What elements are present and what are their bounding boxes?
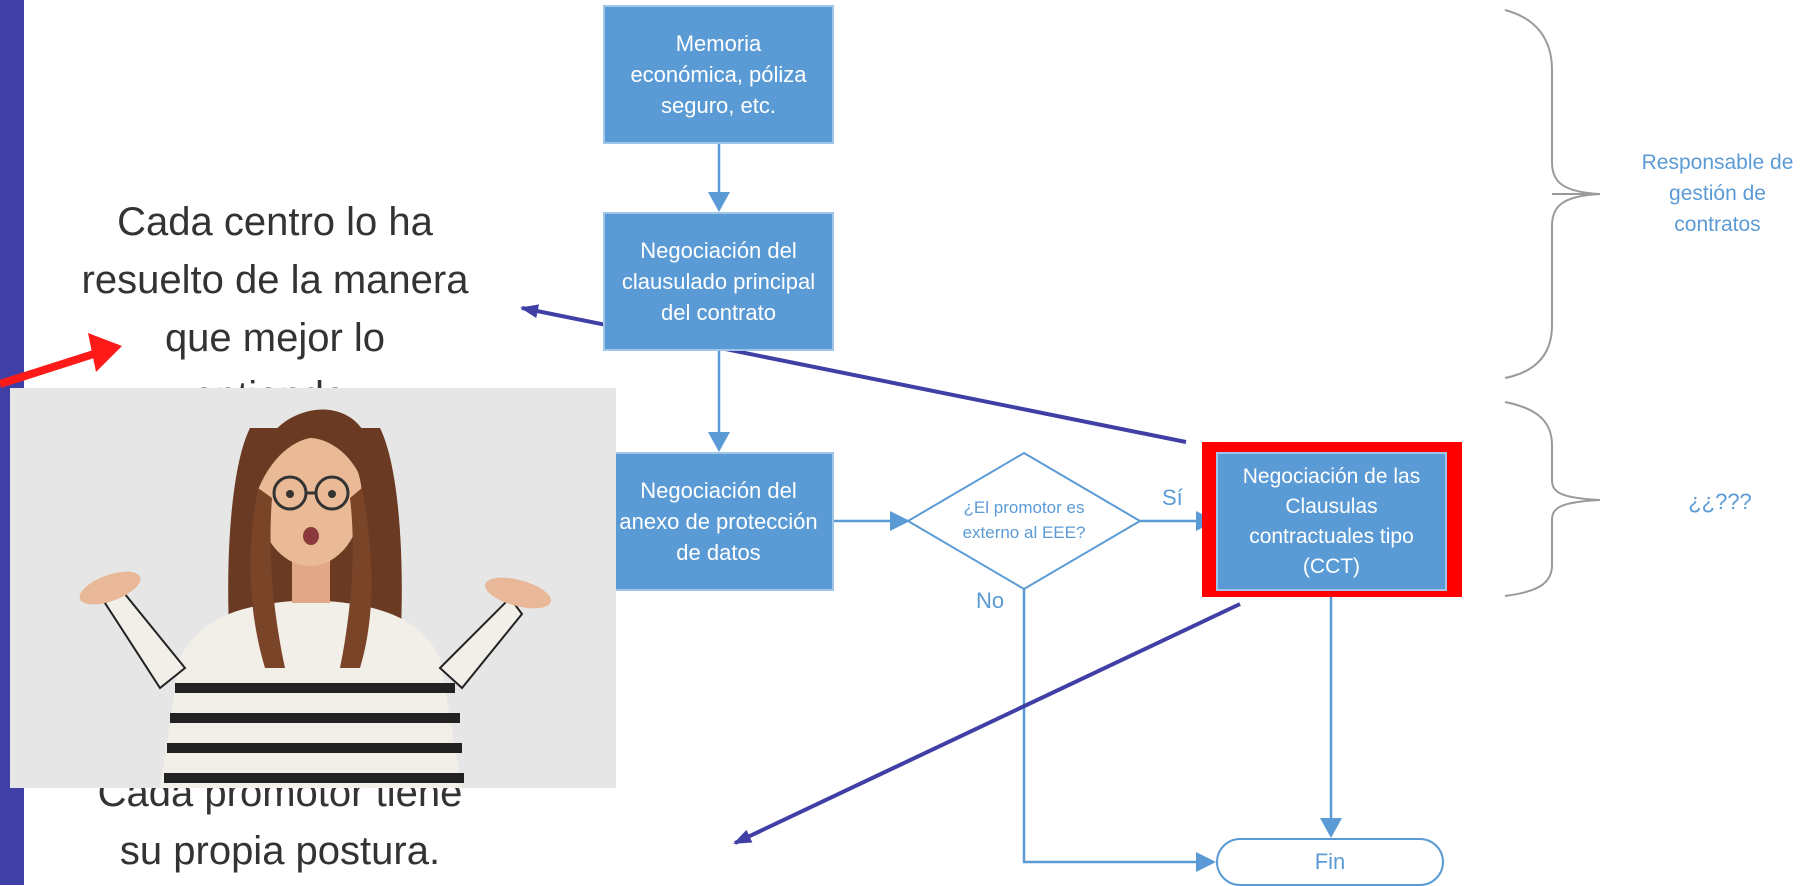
arrowhead <box>1196 852 1216 872</box>
arrowhead <box>708 192 730 212</box>
node-clausulado: Negociación del clausulado principal del… <box>603 212 834 351</box>
arrowhead <box>1320 818 1342 838</box>
node-cct-label: Negociación de las Clausulas contractual… <box>1242 464 1421 578</box>
node-memoria: Memoria económica, póliza seguro, etc. <box>603 5 834 144</box>
brace-bottom <box>1504 401 1601 597</box>
edge-label-si: Sí <box>1162 485 1183 510</box>
arrowhead <box>890 511 910 531</box>
red-arrow <box>0 348 102 388</box>
pointer-arrow-to-bottom-callout <box>733 602 1241 845</box>
confused-woman-shrugging-icon <box>10 388 616 788</box>
node-anexo: Negociación del anexo de protección de d… <box>603 452 834 591</box>
node-fin-label: Fin <box>1314 849 1346 874</box>
callout-top: Cada centro lo ha resuelto de la manera … <box>81 200 469 418</box>
arrowhead <box>708 432 730 452</box>
side-label-responsable: Responsable de gestión de contratos <box>1641 151 1794 236</box>
node-anexo-label: Negociación del anexo de protección de d… <box>619 478 818 565</box>
decision-label: ¿El promotor es externo al EEE? <box>962 498 1086 542</box>
confused-woman-photo <box>10 388 616 788</box>
side-label-unknown: ¿¿??? <box>1688 489 1752 514</box>
node-cct: Negociación de las Clausulas contractual… <box>1216 452 1447 591</box>
edge-label-no: No <box>976 588 1005 613</box>
node-fin: Fin <box>1216 838 1444 886</box>
node-clausulado-label: Negociación del clausulado principal del… <box>621 238 816 325</box>
node-memoria-label: Memoria económica, póliza seguro, etc. <box>630 31 807 118</box>
edge-decision-fin <box>1022 589 1200 864</box>
